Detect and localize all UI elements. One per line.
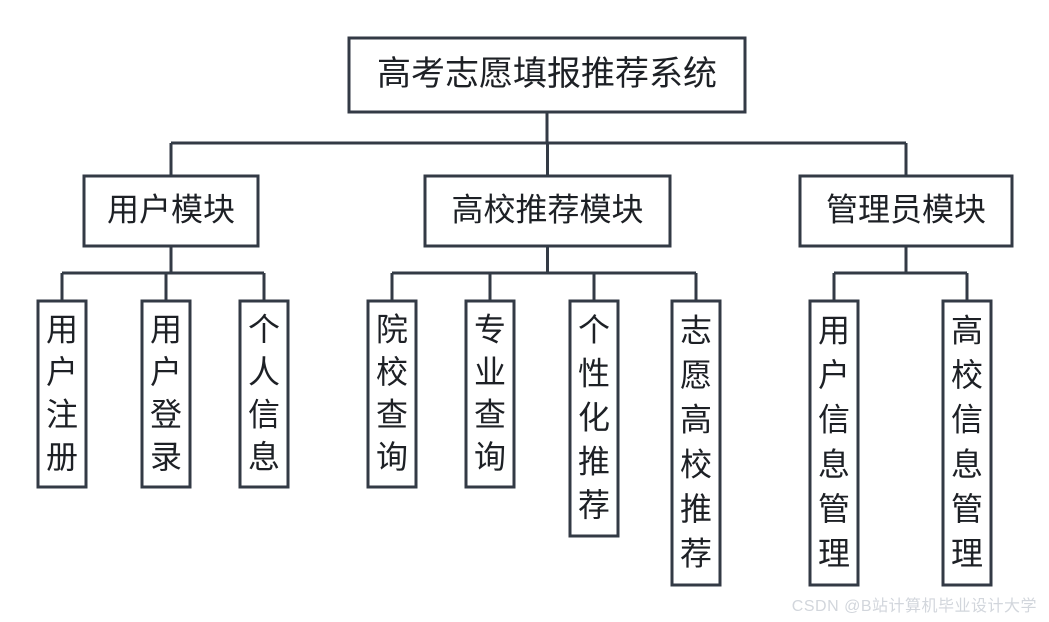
leaf-node-volunteer-college-recommend-box	[670, 299, 722, 587]
leaf-node-personalized-recommend-label: 个性化推荐	[578, 312, 610, 523]
leaf-node-user-login-label: 用户登录	[150, 311, 182, 475]
leaf-node-college-info-management-label: 高校信息管理	[951, 312, 983, 571]
module-node-user-module-label: 用户模块	[107, 191, 235, 227]
leaf-node-volunteer-college-recommend[interactable]: 志愿高校推荐	[670, 299, 722, 587]
leaf-node-user-info-management[interactable]: 用户信息管理	[808, 299, 860, 587]
leaf-node-personalized-recommend[interactable]: 个性化推荐	[568, 299, 620, 538]
leaf-node-personal-info[interactable]: 个人信息	[238, 299, 290, 489]
leaf-node-user-info-management-label: 用户信息管理	[818, 312, 850, 571]
leaf-node-major-query[interactable]: 专业查询	[464, 299, 516, 489]
module-node-admin-module-label: 管理员模块	[826, 191, 986, 227]
leaf-node-user-info-management-box	[808, 299, 860, 587]
leaf-node-personal-info-label: 个人信息	[248, 311, 280, 475]
module-node-college-recommend-module-box	[423, 174, 672, 248]
leaf-node-major-query-label: 专业查询	[474, 311, 506, 475]
module-node-admin-module[interactable]: 管理员模块	[798, 174, 1014, 248]
root-node-root-box	[347, 36, 747, 114]
leaf-node-personal-info-box	[238, 299, 290, 489]
leaf-node-personalized-recommend-box	[568, 299, 620, 538]
leaf-node-volunteer-college-recommend-label: 志愿高校推荐	[680, 312, 712, 571]
root-node-root[interactable]: 高考志愿填报推荐系统	[347, 36, 747, 114]
module-node-college-recommend-module[interactable]: 高校推荐模块	[423, 174, 672, 248]
leaf-node-user-register-box	[36, 299, 88, 489]
leaf-node-user-login-box	[140, 299, 192, 489]
leaf-node-user-register[interactable]: 用户注册	[36, 299, 88, 489]
leaf-node-user-register-label: 用户注册	[46, 311, 78, 475]
leaf-node-college-query-box	[366, 299, 418, 489]
leaf-node-college-info-management[interactable]: 高校信息管理	[941, 299, 993, 587]
module-node-admin-module-box	[798, 174, 1014, 248]
leaf-node-user-login[interactable]: 用户登录	[140, 299, 192, 489]
module-node-user-module-box	[82, 174, 260, 248]
leaf-node-college-query-label: 院校查询	[376, 311, 408, 475]
csdn-watermark: CSDN @B站计算机毕业设计大学	[791, 598, 1037, 615]
module-node-user-module[interactable]: 用户模块	[82, 174, 260, 248]
leaf-node-college-info-management-box	[941, 299, 993, 587]
connector-lines-group	[60, 112, 969, 301]
leaf-node-major-query-box	[464, 299, 516, 489]
module-node-college-recommend-module-label: 高校推荐模块	[451, 191, 643, 227]
leaf-node-college-query[interactable]: 院校查询	[366, 299, 418, 489]
root-node-root-label: 高考志愿填报推荐系统	[377, 55, 717, 93]
